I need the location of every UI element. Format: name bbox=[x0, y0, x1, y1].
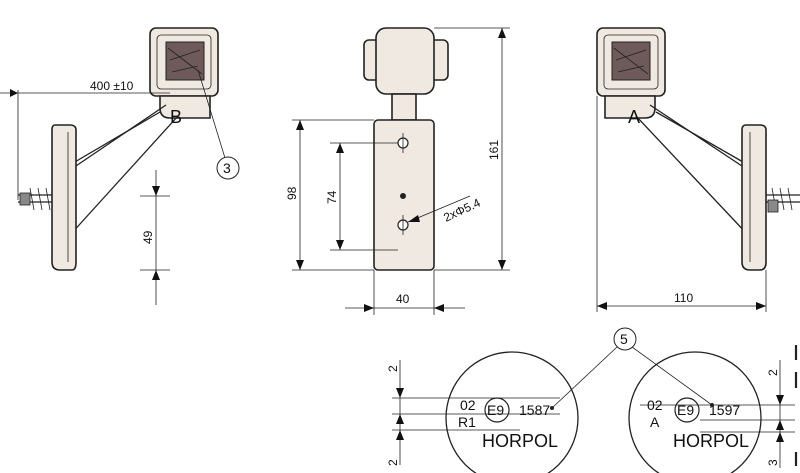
right-view: A 110 bbox=[596, 27, 800, 312]
left-marking-circle bbox=[445, 351, 579, 473]
callout-5-number: 5 bbox=[620, 331, 628, 347]
callout-3-number: 3 bbox=[223, 160, 231, 176]
right-marking-dim-bottom: 3 bbox=[766, 459, 780, 466]
right-lamp-lens bbox=[611, 41, 651, 81]
callout-5-circle bbox=[613, 327, 637, 351]
center-dim-outer: 98 bbox=[285, 186, 299, 200]
left-emark-circle bbox=[484, 397, 510, 423]
marking-detail-left: 2 2 02 R1 E9 1587 HORPOL bbox=[386, 351, 579, 473]
left-marking-dim-top: 2 bbox=[386, 365, 400, 372]
right-marking-brand: HORPOL bbox=[673, 431, 749, 451]
center-dot bbox=[400, 193, 406, 199]
left-dim-length: 400 ±10 bbox=[90, 79, 134, 93]
right-marking-circle bbox=[628, 351, 762, 473]
right-emark: E9 bbox=[677, 402, 694, 418]
right-marking-line1: 02 bbox=[647, 397, 663, 413]
center-neck bbox=[391, 93, 417, 121]
left-marking-dim-bottom: 2 bbox=[386, 459, 400, 466]
callout-3-leader bbox=[197, 69, 226, 159]
center-dim-holes: 74 bbox=[325, 190, 339, 204]
center-dim-width: 40 bbox=[396, 292, 410, 306]
right-marking-dim-top: 2 bbox=[766, 369, 780, 376]
right-marking-number: 1597 bbox=[709, 402, 740, 418]
left-view: 400 ±10 49 B 3 bbox=[0, 27, 240, 305]
left-marking-brand: HORPOL bbox=[482, 431, 558, 451]
right-arm bbox=[635, 104, 749, 236]
right-marking-line2: A bbox=[650, 414, 660, 430]
center-hole-note: 2xΦ5.4 bbox=[441, 195, 482, 224]
left-neck bbox=[159, 95, 211, 119]
right-mount-plate bbox=[741, 124, 767, 271]
right-emark-circle bbox=[674, 397, 700, 423]
center-lamp-body bbox=[375, 27, 435, 95]
right-view-letter: A bbox=[628, 107, 640, 127]
right-dim-width: 110 bbox=[674, 291, 693, 305]
left-emark: E9 bbox=[487, 402, 504, 418]
callout-5: 5 bbox=[551, 327, 713, 409]
left-arm bbox=[69, 104, 179, 236]
center-dim-total: 161 bbox=[487, 140, 501, 160]
left-mount-plate bbox=[51, 124, 77, 271]
left-marking-number: 1587 bbox=[519, 402, 550, 418]
center-view: 98 74 161 40 2xΦ5.4 bbox=[285, 27, 510, 315]
left-view-letter: B bbox=[170, 107, 182, 127]
callout-3-circle bbox=[216, 156, 240, 180]
marking-detail-right: 2 3 02 A E9 1597 HORPOL bbox=[628, 345, 798, 473]
left-marking-line1: 02 bbox=[460, 397, 476, 413]
left-marking-line2: R1 bbox=[458, 414, 476, 430]
left-dim-height: 49 bbox=[141, 230, 155, 244]
